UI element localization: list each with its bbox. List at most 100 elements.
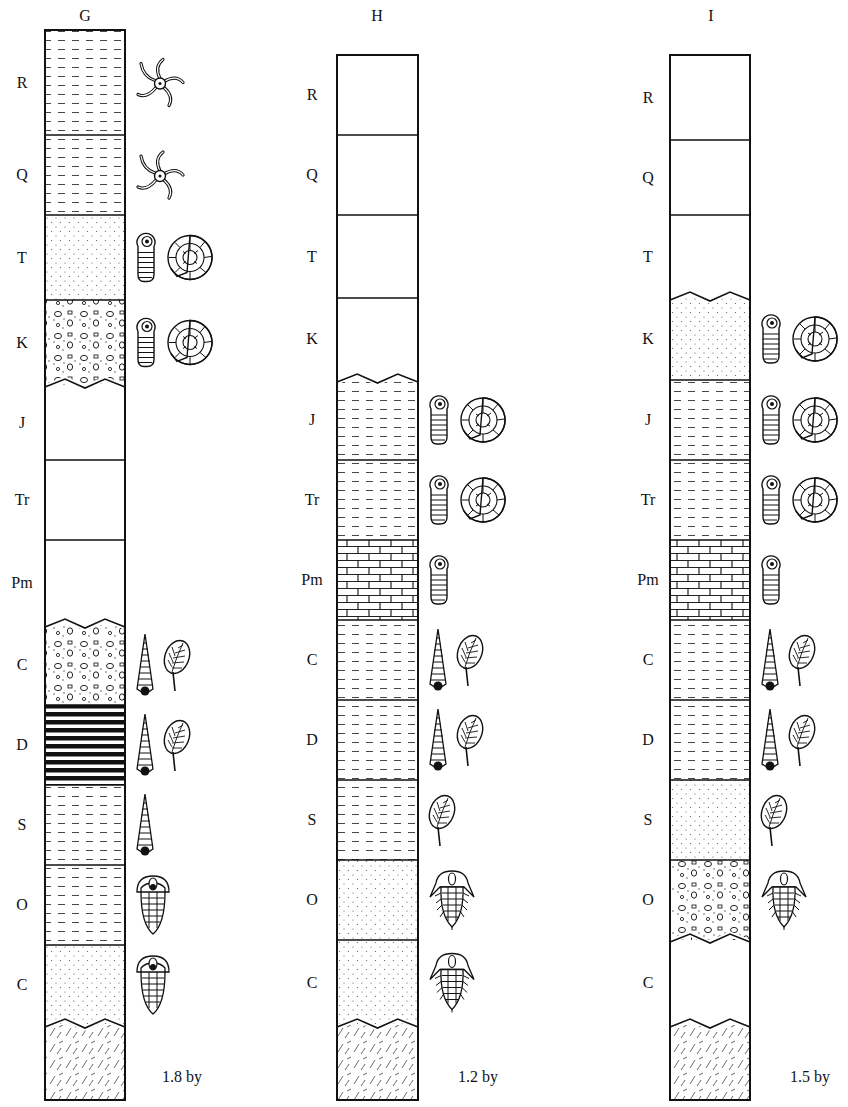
period-label: Pm: [11, 575, 32, 591]
unconformity: [337, 374, 418, 383]
period-label: D: [306, 732, 318, 748]
rock-unit: [670, 298, 750, 380]
period-label: R: [17, 75, 28, 91]
unconformity: [337, 1019, 418, 1028]
rock-unit: [45, 705, 125, 785]
age-label: 1.2 by: [458, 1069, 498, 1085]
rock-unit: [670, 620, 750, 700]
rock-unit: [337, 460, 418, 540]
unit-boundary: [45, 459, 125, 461]
unit-boundary: [45, 704, 125, 706]
rock-unit: [45, 215, 125, 300]
period-label: S: [308, 812, 317, 828]
rock-unit: [337, 780, 418, 860]
period-label: R: [307, 87, 318, 103]
fossil-symbol: [453, 632, 487, 686]
column-outline: [45, 30, 125, 1100]
period-label: Tr: [15, 492, 30, 508]
fossil-symbol: [168, 320, 212, 364]
fossil-symbol: [430, 709, 446, 771]
unconformity-gap: [670, 292, 750, 301]
unit-boundary: [337, 297, 418, 299]
rock-unit: [45, 945, 125, 1025]
unit-boundary: [670, 619, 750, 621]
fossil-symbol: [757, 792, 791, 846]
rock-unit: [45, 300, 125, 385]
unit-boundary: [337, 214, 418, 216]
basement-rock: [337, 1025, 418, 1100]
fossil-symbol: [430, 954, 474, 1013]
unconformity: [670, 292, 750, 301]
unconformity-gap: [45, 379, 125, 388]
period-label: Pm: [301, 572, 322, 588]
period-label: K: [16, 335, 28, 351]
fossil-symbol: [762, 556, 780, 604]
rock-unit: [337, 620, 418, 700]
unit-boundary: [670, 459, 750, 461]
period-label: S: [644, 812, 653, 828]
period-label: C: [17, 977, 28, 993]
rock-unit: [670, 860, 750, 940]
fossil-symbol: [430, 871, 474, 930]
rock-unit: [670, 700, 750, 780]
unconformity-gap: [337, 374, 418, 383]
period-label: Q: [16, 167, 28, 183]
fossil-symbol: [137, 714, 153, 776]
unit-boundary: [45, 864, 125, 866]
fossil-symbol: [461, 398, 505, 442]
period-label: J: [309, 412, 315, 428]
rock-unit: [45, 30, 125, 135]
unit-boundary: [45, 134, 125, 136]
period-label: Q: [642, 170, 654, 186]
period-label: T: [643, 249, 653, 265]
unit-boundary: [670, 379, 750, 381]
period-label: O: [306, 892, 318, 908]
column-outline: [337, 55, 418, 1100]
unit-boundary: [337, 619, 418, 621]
fossil-symbol: [137, 634, 153, 696]
unit-boundary: [45, 214, 125, 216]
period-label: T: [307, 249, 317, 265]
period-label: C: [643, 975, 654, 991]
basement-rock: [670, 1025, 750, 1100]
unconformity-gap: [670, 934, 750, 943]
period-label: Tr: [641, 492, 656, 508]
period-label: D: [16, 737, 28, 753]
period-label: T: [17, 250, 27, 266]
rock-unit: [337, 940, 418, 1025]
rock-unit: [670, 780, 750, 860]
column-heading: H: [371, 8, 383, 24]
unit-boundary: [337, 939, 418, 941]
period-label: Q: [306, 167, 318, 183]
fossil-symbol: [793, 317, 837, 361]
period-label: C: [643, 652, 654, 668]
unconformity: [670, 934, 750, 943]
fossil-symbol: [762, 709, 778, 771]
fossil-symbol: [137, 956, 169, 1014]
fossil-symbol: [138, 152, 183, 198]
period-label: C: [307, 652, 318, 668]
age-label: 1.8 by: [162, 1069, 202, 1085]
period-label: Tr: [305, 492, 320, 508]
period-label: O: [16, 897, 28, 913]
fossil-symbol: [762, 629, 778, 691]
period-label: K: [642, 331, 654, 347]
period-label: J: [19, 415, 25, 431]
unconformity: [45, 619, 125, 628]
period-label: Pm: [637, 572, 658, 588]
unit-boundary: [45, 944, 125, 946]
fossil-symbol: [430, 629, 446, 691]
unit-boundary: [45, 539, 125, 541]
fossil-symbol: [137, 233, 155, 281]
unit-boundary: [45, 784, 125, 786]
fossil-symbol: [430, 396, 448, 444]
period-label: C: [17, 657, 28, 673]
period-label: R: [643, 90, 654, 106]
unit-boundary: [45, 299, 125, 301]
fossil-symbol: [430, 556, 448, 604]
rock-unit: [337, 380, 418, 460]
rock-unit: [670, 380, 750, 460]
fossil-symbol: [453, 712, 487, 766]
unconformity-gap: [337, 1019, 418, 1028]
fossil-symbol: [793, 398, 837, 442]
